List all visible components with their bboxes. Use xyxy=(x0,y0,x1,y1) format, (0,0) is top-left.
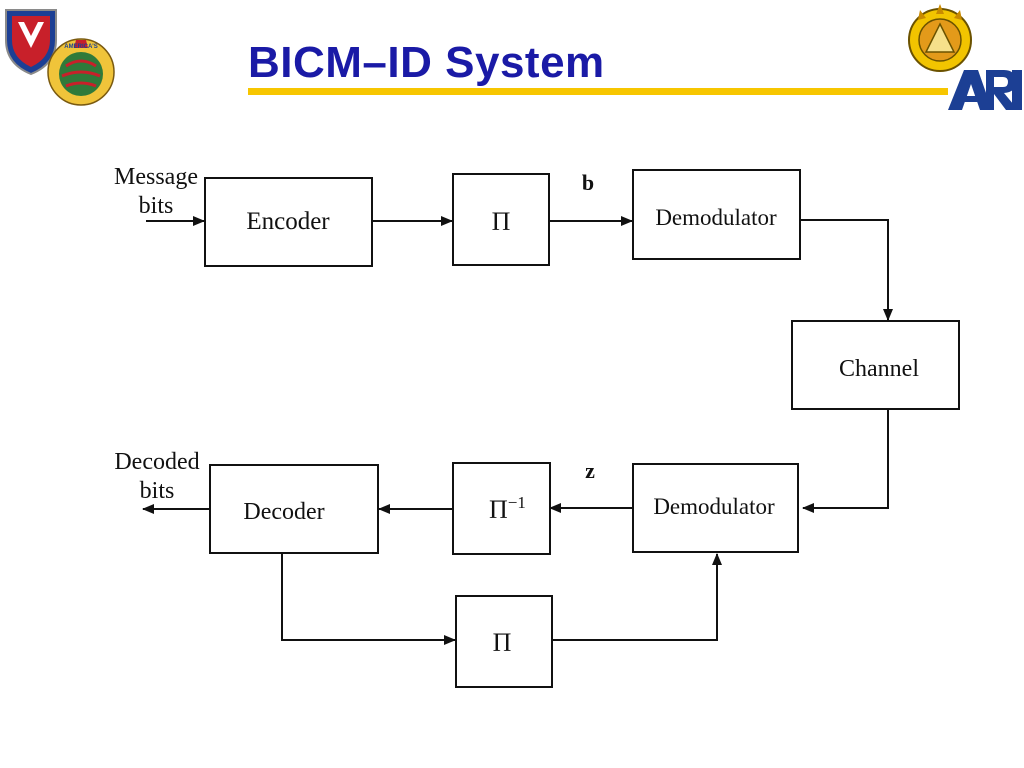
encoder-block: Encoder xyxy=(204,177,373,267)
modulator-block: Demodulator xyxy=(632,169,801,260)
deinterleaver-block: Π−1 xyxy=(452,462,551,555)
decoded-bits-label-line1: Decoded xyxy=(114,449,199,475)
army-shield-icon xyxy=(5,9,57,76)
channel-to-demodulator-arrow xyxy=(802,409,889,513)
channel-label: Channel xyxy=(839,356,919,382)
arsenal-seal-icon: AMERICA'S xyxy=(47,38,115,106)
channel-block: Channel xyxy=(791,320,960,410)
demodulator-label: Demodulator xyxy=(653,494,775,519)
interleaver-label: Π xyxy=(492,207,511,236)
modulator-label: Demodulator xyxy=(655,205,777,230)
decoder-to-feedback-interleaver-arrow xyxy=(281,553,456,645)
interleaver-block: Π xyxy=(452,173,550,266)
signal-b-label: b xyxy=(582,170,594,195)
deinterleaver-base: Π xyxy=(489,495,508,524)
decoder-label: Decoder xyxy=(243,499,324,525)
slide-title: BICM–ID System xyxy=(248,38,605,87)
message-bits-label-line1: Message xyxy=(114,164,198,190)
modulator-to-channel-arrow xyxy=(800,219,893,321)
decoder-block: Decoder xyxy=(209,464,379,554)
message-bits-label-line2: bits xyxy=(139,193,174,219)
feedback-interleaver-block: Π xyxy=(455,595,553,688)
feedback-interleaver-to-demodulator-arrow xyxy=(552,553,722,641)
deinterleaver-label: Π−1 xyxy=(489,493,526,524)
svg-text:AMERICA'S: AMERICA'S xyxy=(64,44,97,50)
arl-logo-icon xyxy=(948,70,1022,110)
encoder-label: Encoder xyxy=(246,208,330,235)
feedback-interleaver-label: Π xyxy=(493,628,512,657)
title-underline xyxy=(248,88,948,95)
signal-z-label: z xyxy=(585,458,595,483)
technology-to-win-seal-icon xyxy=(908,4,972,72)
decoded-bits-label-line2: bits xyxy=(140,478,175,504)
deinterleaver-superscript: −1 xyxy=(508,493,526,512)
demodulator-block: Demodulator xyxy=(632,463,799,553)
